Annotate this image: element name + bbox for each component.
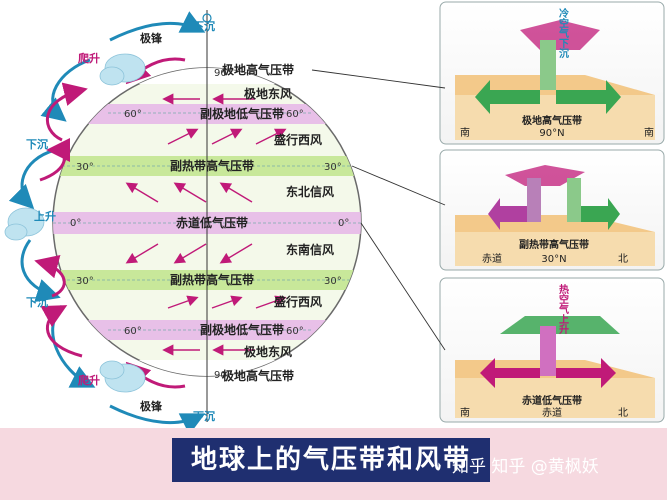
connector-lines — [311, 69, 446, 351]
svg-text:下沉: 下沉 — [193, 409, 215, 423]
label-polar-high-s: 极地高气压带 — [222, 368, 294, 383]
svg-text:极地高气压带: 极地高气压带 — [522, 114, 582, 127]
panel-polar-high — [439, 1, 665, 145]
svg-text:0°: 0° — [338, 218, 349, 229]
latitude-labels: 90° 60° 60° 30° 30° 0° 0° 30° 30° 60° 60… — [70, 68, 349, 381]
svg-text:下沉: 下沉 — [26, 137, 48, 151]
svg-text:90°: 90° — [214, 370, 232, 381]
label-polar-easterly-n: 极地东风 — [244, 86, 292, 101]
label-westerly-s: 盛行西风 — [274, 294, 322, 309]
svg-text:下沉: 下沉 — [26, 295, 48, 309]
label-equatorial-low: 赤道低气压带 — [176, 215, 248, 230]
panel-top-vertical: 冷空气下沉 — [557, 7, 570, 59]
panel-equatorial-low — [439, 277, 665, 423]
svg-text:极锋: 极锋 — [140, 31, 163, 45]
circulation-cells — [8, 11, 206, 435]
circulation-labels: 极锋 极锋 爬升 爬升 下沉 下沉 下沉 下沉 上升 — [26, 19, 215, 423]
label-ne-trade: 东北信风 — [286, 184, 334, 199]
svg-text:南: 南 — [460, 126, 470, 139]
svg-text:30°: 30° — [76, 162, 94, 173]
panel-vertical-labels: 冷空气下沉 热空气上升 — [557, 7, 570, 335]
label-subtropical-high-n: 副热带高气压带 — [170, 158, 254, 173]
svg-text:60°: 60° — [286, 109, 304, 120]
label-subtropical-high-s: 副热带高气压带 — [170, 272, 254, 287]
svg-text:60°: 60° — [124, 326, 142, 337]
label-westerly-n: 盛行西风 — [274, 132, 322, 147]
svg-text:30°: 30° — [76, 276, 94, 287]
svg-text:0°: 0° — [70, 218, 81, 229]
svg-text:北: 北 — [618, 253, 628, 265]
svg-text:上升: 上升 — [34, 209, 56, 223]
panel-subtropical-high — [439, 149, 665, 271]
svg-text:赤道: 赤道 — [542, 406, 562, 419]
panel-bottom-vertical: 热空气上升 — [557, 283, 570, 335]
svg-text:南: 南 — [460, 406, 470, 419]
label-polar-easterly-s: 极地东风 — [244, 344, 292, 359]
watermark: 知乎 知乎 @黄枫妖 — [452, 457, 599, 477]
svg-text:下沉: 下沉 — [193, 19, 215, 33]
wind-arrows — [125, 93, 287, 356]
svg-text:副热带高气压带: 副热带高气压带 — [519, 238, 589, 251]
caption-title: 地球上的气压带和风带 — [172, 438, 490, 482]
svg-text:60°: 60° — [286, 326, 304, 337]
svg-text:30°N: 30°N — [541, 254, 566, 265]
svg-text:极锋: 极锋 — [140, 399, 163, 413]
svg-text:赤道: 赤道 — [482, 252, 502, 265]
label-polar-high-n: 极地高气压带 — [222, 62, 294, 77]
svg-text:爬升: 爬升 — [78, 51, 100, 65]
svg-text:爬升: 爬升 — [78, 373, 100, 387]
label-se-trade: 东南信风 — [286, 242, 334, 257]
label-subpolar-low-n: 副极地低气压带 — [200, 106, 284, 121]
svg-text:南: 南 — [644, 126, 654, 139]
svg-text:30°: 30° — [324, 276, 342, 287]
clouds — [4, 53, 146, 393]
svg-text:90°: 90° — [214, 68, 232, 79]
svg-text:30°: 30° — [324, 162, 342, 173]
panel-labels: 极地高气压带 90°N 南 南 副热带高气压带 30°N 赤道 北 赤道低气压带… — [460, 114, 654, 419]
belt-labels: 极地高气压带 副极地低气压带 副热带高气压带 赤道低气压带 副热带高气压带 副极… — [170, 62, 334, 383]
svg-text:北: 北 — [618, 407, 628, 419]
label-subpolar-low-s: 副极地低气压带 — [200, 322, 284, 337]
svg-text:赤道低气压带: 赤道低气压带 — [522, 394, 582, 407]
svg-text:60°: 60° — [124, 109, 142, 120]
svg-text:90°N: 90°N — [539, 128, 564, 139]
